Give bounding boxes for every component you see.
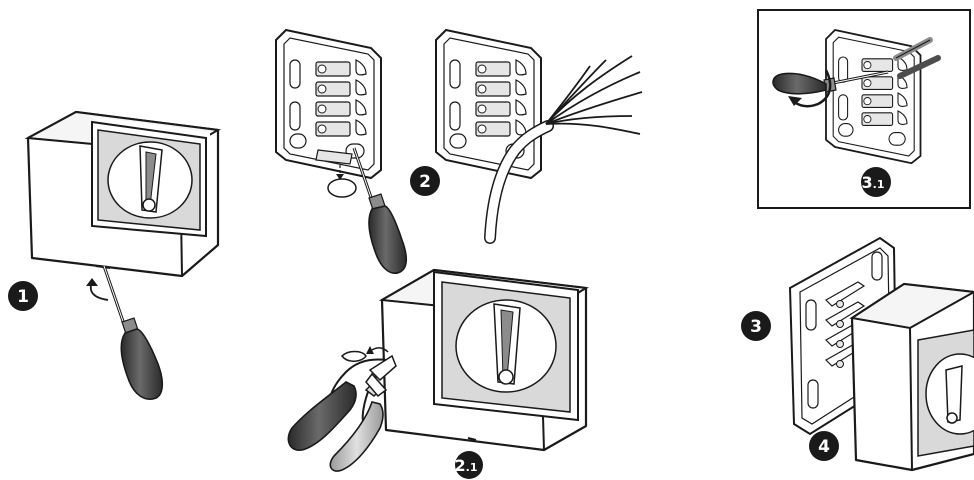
screwdriver-icon (102, 265, 164, 400)
step-4-badge: 4 (809, 431, 839, 461)
step-2-base-cable (435, 29, 643, 244)
step-2-badge: 2 (410, 166, 440, 196)
screwdriver-icon (772, 70, 889, 95)
step-3-1-label: 3.1 (862, 173, 885, 192)
step-2-1-illustration: 2.1 (287, 268, 589, 479)
step-2-base-knockout (275, 29, 408, 274)
step-3-1-badge: 3.1 (861, 167, 891, 197)
step-1-badge: 1 (8, 281, 38, 311)
step-4-label: 4 (818, 437, 830, 457)
step-1-label: 1 (17, 287, 29, 307)
cable-icon (484, 55, 643, 244)
step-2-label: 2 (419, 172, 431, 192)
step-3-4-illustration: 3 4 (741, 236, 974, 472)
step-3-badge: 3 (741, 311, 771, 341)
screwdriver-icon (352, 147, 408, 274)
step-3-1-panel: 3.1 (757, 9, 971, 209)
pliers-icon (287, 354, 397, 472)
step-2-1-badge: 2.1 (455, 451, 483, 479)
step-1-illustration: 1 (8, 110, 222, 400)
step-2-1-label: 2.1 (455, 456, 478, 475)
step-3-label: 3 (750, 317, 762, 337)
